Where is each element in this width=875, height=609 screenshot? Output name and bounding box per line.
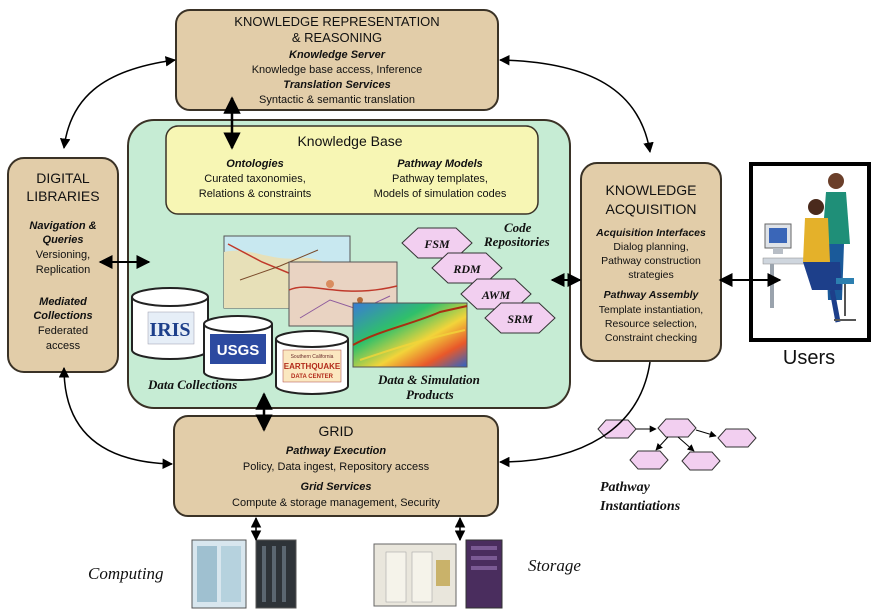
dl-nav-heading-line1: Navigation &: [29, 220, 96, 232]
dl-title-line2: LIBRARIES: [26, 188, 99, 204]
ka-assembly-heading: Pathway Assembly: [604, 289, 700, 301]
ka-assembly-line1: Template instantiation,: [599, 304, 703, 316]
grid-exec-text: Policy, Data ingest, Repository access: [243, 461, 430, 473]
dl-mediated-text-line1: Federated: [38, 325, 88, 337]
kb-ontologies-line1: Curated taxonomies,: [204, 173, 306, 185]
iris-logo-text: IRIS: [149, 319, 190, 341]
pathway-instantiations-line1: Pathway: [600, 480, 651, 495]
kb-ontologies-heading: Ontologies: [226, 158, 283, 170]
grid-title: GRID: [319, 423, 354, 439]
ka-acq-heading: Acquisition Interfaces: [595, 227, 706, 239]
ka-acq-line2: Pathway construction: [601, 255, 701, 267]
arrow-dl-grid: [58, 366, 174, 469]
kb-ontologies-line2: Relations & constraints: [199, 188, 312, 200]
computing-hardware-image: [191, 539, 297, 609]
code-label-srm: SRM: [507, 312, 533, 326]
scedc-logo-line3: DATA CENTER: [291, 374, 334, 380]
ka-title-line1: KNOWLEDGE: [605, 182, 696, 198]
dl-nav-text-line1: Versioning,: [36, 249, 90, 261]
kr-title-line2: & REASONING: [292, 30, 382, 45]
scedc-logo-line2: EARTHQUAKE: [284, 362, 341, 371]
kr-translation-heading: Translation Services: [283, 79, 390, 91]
kb-pathway-heading: Pathway Models: [397, 158, 483, 170]
kb-pathway-line1: Pathway templates,: [392, 173, 488, 185]
ka-assembly-line3: Constraint checking: [605, 332, 697, 344]
dl-mediated-heading-line1: Mediated: [39, 296, 87, 308]
arrow-ka-grid: [498, 361, 651, 468]
data-sim-label-line2: Products: [406, 387, 454, 402]
kb-title: Knowledge Base: [297, 133, 402, 149]
kb-inner-box: [165, 125, 539, 215]
data-sim-label-line1: Data & Simulation: [377, 372, 480, 387]
kb-pathway-line2: Models of simulation codes: [374, 188, 507, 200]
kr-server-heading: Knowledge Server: [289, 49, 386, 61]
pathway-instantiations-graph: [597, 418, 757, 471]
code-hexagon-rdm: RDM: [431, 252, 503, 284]
users-label: Users: [783, 347, 835, 369]
storage-hardware-image: [373, 539, 503, 609]
iris-database: IRIS: [131, 287, 209, 360]
ka-title-line2: ACQUISITION: [605, 201, 696, 217]
dl-nav-heading-line2: Queries: [43, 234, 84, 246]
grid-services-text: Compute & storage management, Security: [232, 497, 440, 509]
simulation-map-image: [352, 302, 468, 368]
usgs-database: USGS: [203, 315, 273, 381]
code-label-fsm: FSM: [423, 237, 450, 251]
ka-acq-line3: strategies: [628, 269, 674, 281]
computing-label: Computing: [88, 564, 164, 583]
usgs-logo-text: USGS: [217, 342, 260, 359]
code-repos-label-line2: Repositories: [483, 234, 550, 249]
code-hexagon-fsm: FSM: [401, 227, 473, 259]
code-label-awm: AWM: [481, 288, 511, 302]
grid-box: GRID Pathway Execution Policy, Data inge…: [173, 415, 499, 517]
scedc-database: Southern California EARTHQUAKE DATA CENT…: [275, 330, 349, 395]
code-hexagon-srm: SRM: [484, 302, 556, 334]
kr-title-line1: KNOWLEDGE REPRESENTATION: [234, 14, 439, 29]
arrow-kr-dl: [59, 56, 177, 150]
pathway-instantiations-line2: Instantiations: [599, 499, 681, 514]
grid-services-heading: Grid Services: [301, 481, 372, 493]
dl-mediated-text-line2: access: [46, 340, 81, 352]
kr-translation-text: Syntactic & semantic translation: [259, 94, 415, 106]
dl-box: DIGITAL LIBRARIES Navigation & Queries V…: [7, 157, 119, 373]
code-hexagon-awm: AWM: [460, 278, 532, 310]
dl-mediated-heading-line2: Collections: [33, 310, 92, 322]
dl-title-line1: DIGITAL: [36, 170, 90, 186]
users-picture: [749, 162, 871, 342]
grid-exec-heading: Pathway Execution: [286, 445, 387, 457]
ka-box: KNOWLEDGE ACQUISITION Acquisition Interf…: [580, 162, 722, 362]
ka-assembly-line2: Resource selection,: [605, 318, 697, 330]
arrow-kr-ka: [498, 54, 654, 154]
code-repos-label-line1: Code: [504, 220, 532, 235]
data-collections-label: Data Collections: [147, 377, 237, 392]
ka-acq-line1: Dialog planning,: [613, 241, 688, 253]
kr-server-text: Knowledge base access, Inference: [252, 64, 423, 76]
code-label-rdm: RDM: [452, 262, 481, 276]
dl-nav-text-line2: Replication: [36, 264, 90, 276]
storage-label: Storage: [528, 556, 581, 575]
scedc-logo-line1: Southern California: [291, 354, 334, 360]
kr-box: KNOWLEDGE REPRESENTATION & REASONING Kno…: [175, 9, 499, 111]
